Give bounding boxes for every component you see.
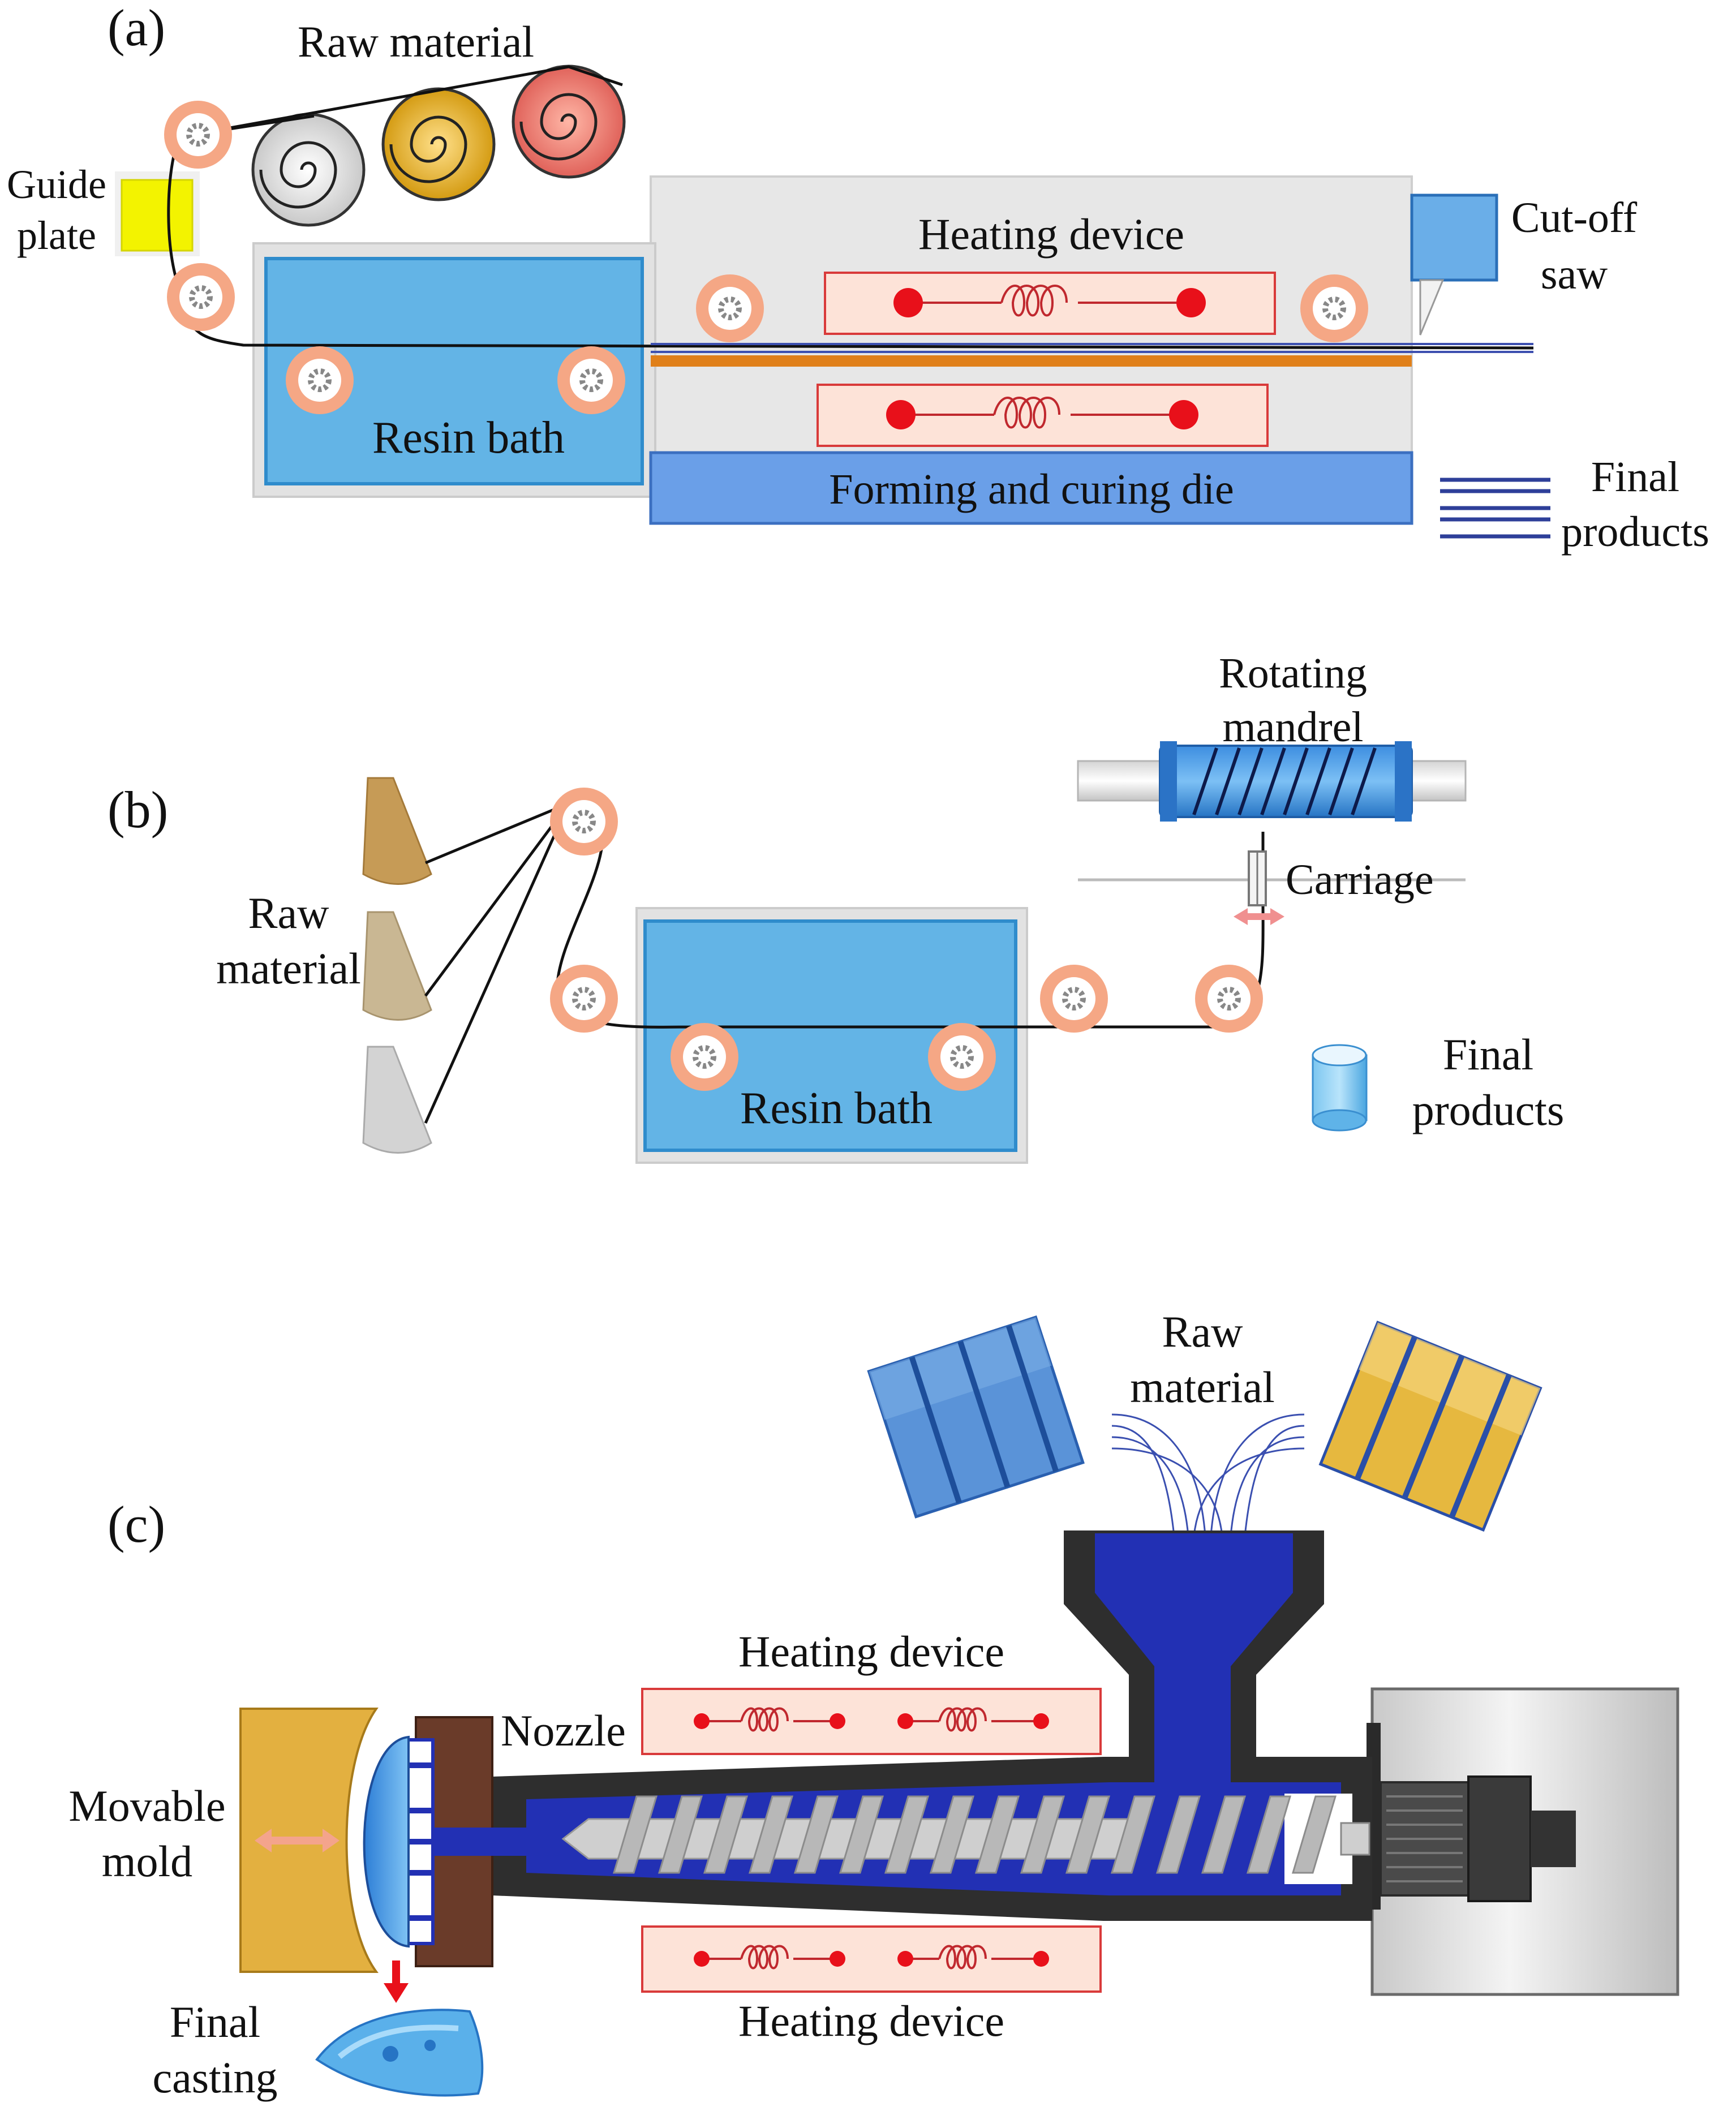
final-casting-label-1: Final: [170, 1997, 260, 2046]
injection-barrel: [492, 1757, 1372, 1921]
carriage-label: Carriage: [1286, 856, 1434, 904]
movable-mold-label-1: Movable: [68, 1781, 225, 1830]
cut-off-saw-label-2: saw: [1541, 251, 1608, 298]
heating-device-label-a: Heating device: [918, 209, 1184, 259]
hopper: [1064, 1530, 1324, 1788]
panel-a-label: (a): [108, 0, 165, 57]
rotating-mandrel-label-2: mandrel: [1222, 703, 1363, 751]
resin-bath-label-b: Resin bath: [740, 1084, 933, 1133]
raw-material-label-b-2: material: [216, 944, 361, 993]
final-casting: [315, 2009, 484, 2097]
barrel-blue: [867, 1315, 1085, 1519]
roll-gold: [381, 87, 496, 201]
nozzle: [433, 1828, 538, 1856]
final-casting-label-2: casting: [153, 2053, 278, 2102]
guide-plate-label-2: plate: [17, 213, 96, 258]
raw-material-label-c-1: Raw: [1162, 1307, 1243, 1356]
yarn-cones: [362, 777, 432, 1154]
movable-mold-label-2: mold: [102, 1837, 192, 1886]
ejection-arrow: [384, 1960, 409, 2003]
rotating-mandrel-label-1: Rotating: [1219, 650, 1367, 697]
forming-curing-die: [649, 451, 1413, 525]
heating-device-top-label-c: Heating device: [738, 1627, 1004, 1676]
panel-b: (b) Raw material Resin bath: [108, 650, 1565, 1164]
mold-motion-arrow: [255, 1829, 340, 1852]
carbon-profile: [651, 355, 1412, 367]
panel-c-label: (c): [108, 1495, 165, 1553]
rollers-a: [164, 101, 1368, 414]
heating-device-bottom-c: [641, 1925, 1102, 1993]
final-products-a: [1440, 478, 1550, 539]
saw-blade: [1419, 279, 1445, 336]
guide-plate-label-1: Guide: [7, 162, 106, 207]
barrel-gold: [1318, 1321, 1542, 1532]
material-strands: [1111, 1413, 1305, 1537]
heating-device-top-c: [641, 1688, 1102, 1755]
heating-device-bottom-label-c: Heating device: [738, 1996, 1004, 2045]
resin-bath-label-a: Resin bath: [372, 413, 565, 463]
panel-b-label: (b): [108, 781, 168, 839]
raw-material-label-c-2: material: [1130, 1362, 1275, 1412]
heating-device-upper: [824, 272, 1276, 335]
panel-c: (c) Raw material: [68, 1307, 1679, 2102]
motor: [1367, 1687, 1679, 1996]
guide-plate: [121, 179, 194, 252]
raw-material-label-a: Raw material: [298, 17, 534, 66]
cut-off-saw: [1410, 194, 1498, 282]
forming-die-label: Forming and curing die: [829, 466, 1234, 513]
final-products-label-b-2: products: [1412, 1085, 1565, 1134]
final-products-label-b-1: Final: [1443, 1030, 1533, 1079]
raw-material-label-b-1: Raw: [248, 888, 329, 938]
raw-material-rolls: [251, 65, 626, 227]
carriage-motion-arrow: [1234, 908, 1284, 925]
molded-part: [363, 1735, 410, 1948]
roll-gray: [251, 113, 366, 227]
rotating-mandrel: [1077, 741, 1467, 822]
fiber-path-b: [424, 802, 1265, 1124]
heating-device-lower: [817, 384, 1269, 447]
final-products-label-a-2: products: [1561, 508, 1709, 556]
final-product-cylinder: [1312, 1044, 1368, 1132]
nozzle-label: Nozzle: [501, 1706, 626, 1755]
roll-red: [512, 65, 626, 179]
final-products-label-a-1: Final: [1591, 453, 1679, 501]
panel-a: (a) Raw material Guide plate Resin bath: [7, 0, 1709, 556]
rollers-b: [550, 788, 1263, 1091]
cut-off-saw-label-1: Cut-off: [1511, 194, 1638, 242]
